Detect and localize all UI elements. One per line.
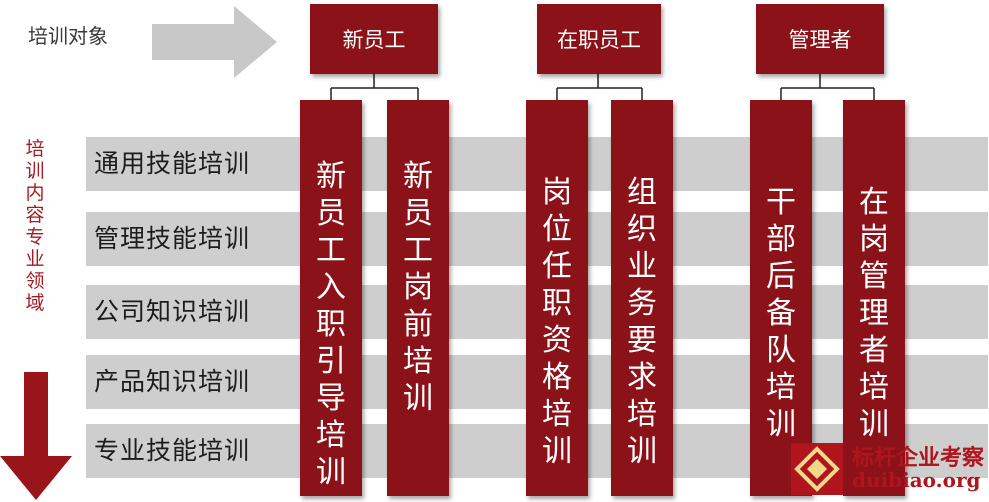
program-column: 组织业务要求培训 xyxy=(611,100,673,496)
target-label: 培训对象 xyxy=(28,24,108,48)
audience-manager: 管理者 xyxy=(756,4,884,74)
row-label: 产品知识培训 xyxy=(94,367,251,396)
program-column: 新员工岗前培训 xyxy=(387,100,449,496)
program-label: 岗位任职资格培训 xyxy=(542,175,572,469)
audience-current-employee: 在职员工 xyxy=(537,4,661,74)
row-label: 专业技能培训 xyxy=(94,436,251,465)
program-label: 干部后备队培训 xyxy=(766,185,796,442)
right-arrow-icon xyxy=(152,6,277,78)
row-label: 公司知识培训 xyxy=(94,297,251,326)
program-column: 新员工入职引导培训 xyxy=(300,100,362,496)
program-label: 新员工岗前培训 xyxy=(403,159,433,416)
row-label: 管理技能培训 xyxy=(94,224,251,253)
content-label: 培训内容专业领域 xyxy=(25,138,45,314)
program-label: 在岗管理者培训 xyxy=(859,185,889,442)
watermark-name: 标杆企业考察 xyxy=(852,445,985,471)
program-column: 岗位任职资格培训 xyxy=(526,100,588,496)
row-label: 通用技能培训 xyxy=(94,149,251,178)
down-arrow-icon xyxy=(0,372,72,500)
program-column: 在岗管理者培训 xyxy=(843,100,905,496)
program-label: 新员工入职引导培训 xyxy=(316,159,346,490)
watermark-url: duibiao.org xyxy=(852,468,981,492)
program-column: 干部后备队培训 xyxy=(750,100,812,496)
program-label: 组织业务要求培训 xyxy=(627,175,657,469)
audience-new-employee: 新员工 xyxy=(310,4,438,74)
watermark-logo-icon xyxy=(791,443,843,495)
